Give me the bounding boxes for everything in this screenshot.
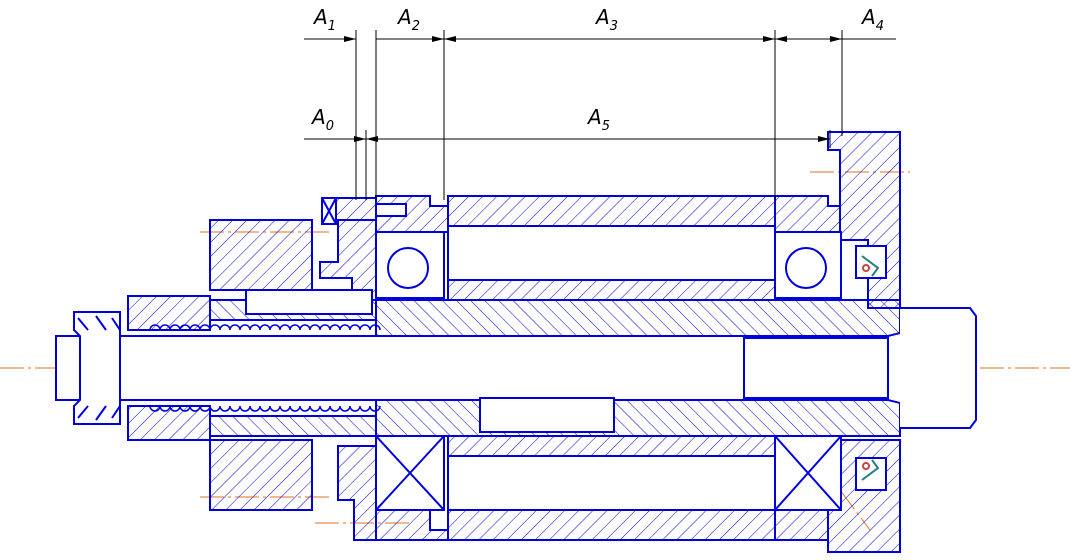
extension-lines bbox=[355, 30, 843, 200]
bearings bbox=[375, 231, 842, 511]
dim-label-a3: A3 bbox=[594, 5, 618, 34]
seals bbox=[855, 245, 887, 491]
dimension-lines bbox=[304, 36, 896, 142]
clamp-nut bbox=[321, 197, 407, 225]
dim-label-a1: A1 bbox=[312, 5, 336, 34]
dimension-labels: A1 A2 A3 A4 A0 A5 bbox=[310, 5, 884, 134]
dim-label-a2: A2 bbox=[396, 5, 420, 34]
dim-label-a5: A5 bbox=[586, 105, 610, 134]
dim-label-a0: A0 bbox=[310, 105, 334, 134]
housing-lower bbox=[209, 439, 901, 553]
spacers bbox=[245, 225, 776, 511]
bore bbox=[55, 307, 977, 429]
pulley bbox=[73, 295, 211, 441]
dim-label-a4: A4 bbox=[860, 5, 884, 34]
